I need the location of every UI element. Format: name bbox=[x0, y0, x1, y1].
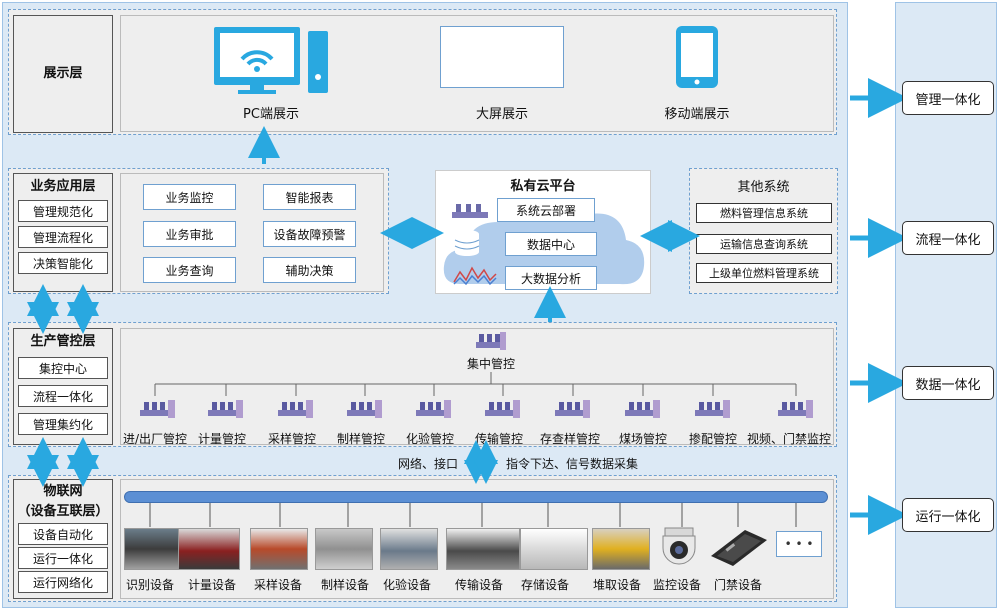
production-sub-item: 管理集约化 bbox=[18, 413, 108, 435]
server-icon bbox=[555, 400, 590, 418]
server-icon bbox=[695, 400, 730, 418]
weighing-device-photo bbox=[178, 528, 240, 570]
other-system-item[interactable]: 燃料管理信息系统 bbox=[696, 203, 832, 223]
data-center[interactable]: 数据中心 bbox=[505, 232, 597, 256]
storage-device-photo bbox=[520, 528, 588, 570]
business-sub-item: 管理规范化 bbox=[18, 200, 108, 222]
command-signal-label: 指令下达、信号数据采集 bbox=[505, 457, 638, 471]
iot-sub-item: 运行网络化 bbox=[18, 571, 108, 593]
bus-drop-lines bbox=[149, 503, 797, 527]
iot-layer-title: 物联网 bbox=[43, 484, 83, 499]
camera-icon bbox=[662, 527, 696, 565]
production-sub-item: 流程一体化 bbox=[18, 385, 108, 407]
big-screen-label: 大屏展示 bbox=[475, 107, 528, 122]
device-label: 传输设备 bbox=[454, 578, 503, 592]
more-devices-button[interactable]: • • • bbox=[776, 531, 822, 557]
control-tree-lines bbox=[154, 372, 797, 396]
big-screen-icon bbox=[440, 26, 564, 88]
production-layer-title: 生产管控层 bbox=[30, 334, 96, 349]
central-control-label: 集中管控 bbox=[466, 357, 515, 371]
func-business-approval[interactable]: 业务审批 bbox=[143, 221, 236, 247]
sample-prep-device-photo bbox=[315, 528, 373, 570]
cloud-title: 私有云平台 bbox=[510, 179, 576, 194]
access-control-device-icon bbox=[711, 530, 767, 566]
control-label: 计量管控 bbox=[197, 432, 246, 446]
production-sub-item: 集控中心 bbox=[18, 357, 108, 379]
server-icon bbox=[347, 400, 382, 418]
control-label: 制样管控 bbox=[336, 432, 385, 446]
stacker-device-photo bbox=[592, 528, 650, 570]
device-label: 计量设备 bbox=[187, 578, 236, 592]
iot-sub-item: 运行一体化 bbox=[18, 547, 108, 569]
business-layer-title-box: 业务应用层 管理规范化 管理流程化 决策智能化 bbox=[13, 173, 113, 292]
iot-layer-subtitle: （设备互联层） bbox=[17, 504, 109, 519]
display-layer-title-box: 展示层 bbox=[13, 15, 113, 133]
other-system-item[interactable]: 运输信息查询系统 bbox=[696, 234, 832, 254]
network-interface-label: 网络、接口 bbox=[397, 457, 458, 471]
device-label: 化验设备 bbox=[382, 578, 431, 592]
device-label: 堆取设备 bbox=[592, 578, 641, 592]
mobile-display-label: 移动端展示 bbox=[664, 107, 730, 122]
database-icon bbox=[454, 230, 480, 256]
central-server-icon bbox=[476, 332, 506, 350]
func-smart-report[interactable]: 智能报表 bbox=[263, 184, 356, 210]
control-label: 存查样管控 bbox=[539, 432, 600, 446]
device-label: 采样设备 bbox=[253, 578, 302, 592]
flow-data-integration[interactable]: 数据一体化 bbox=[902, 366, 994, 400]
cloud-deploy[interactable]: 系统云部署 bbox=[497, 198, 595, 222]
func-fault-warning[interactable]: 设备故障预警 bbox=[263, 221, 356, 247]
identification-device-photo bbox=[124, 528, 182, 570]
lab-device-photo bbox=[380, 528, 438, 570]
network-bus bbox=[124, 491, 828, 503]
func-business-query[interactable]: 业务查询 bbox=[143, 257, 236, 283]
control-label: 煤场管控 bbox=[618, 432, 667, 446]
control-label: 掺配管控 bbox=[688, 432, 737, 446]
control-label: 采样管控 bbox=[267, 432, 316, 446]
chart-icon bbox=[453, 266, 497, 286]
control-label: 进/出厂管控 bbox=[122, 432, 188, 446]
server-icon bbox=[416, 400, 451, 418]
func-business-monitoring[interactable]: 业务监控 bbox=[143, 184, 236, 210]
server-icon bbox=[625, 400, 660, 418]
other-system-item[interactable]: 上级单位燃料管理系统 bbox=[696, 263, 832, 283]
mobile-phone-icon bbox=[676, 26, 718, 88]
server-icon bbox=[278, 400, 313, 418]
server-icon bbox=[452, 204, 488, 218]
func-decision-support[interactable]: 辅助决策 bbox=[263, 257, 356, 283]
conveyor-device-photo bbox=[446, 528, 520, 570]
display-layer-title: 展示层 bbox=[43, 66, 83, 81]
server-icon bbox=[208, 400, 243, 418]
device-label: 制样设备 bbox=[320, 578, 369, 592]
camera-device-photo bbox=[655, 526, 703, 570]
server-icon bbox=[485, 400, 520, 418]
pc-monitor-icon bbox=[214, 27, 328, 94]
iot-layer-title-box: 物联网 （设备互联层） 设备自动化 运行一体化 运行网络化 bbox=[13, 479, 113, 599]
other-systems-title: 其他系统 bbox=[737, 180, 790, 195]
control-label: 化验管控 bbox=[405, 432, 454, 446]
server-icon bbox=[140, 400, 175, 418]
flow-operation-integration[interactable]: 运行一体化 bbox=[902, 498, 994, 532]
device-label: 存储设备 bbox=[520, 578, 569, 592]
sampling-device-photo bbox=[250, 528, 308, 570]
business-sub-item: 管理流程化 bbox=[18, 226, 108, 248]
business-sub-item: 决策智能化 bbox=[18, 252, 108, 274]
production-layer-title-box: 生产管控层 集控中心 流程一体化 管理集约化 bbox=[13, 328, 113, 445]
flow-management-integration[interactable]: 管理一体化 bbox=[902, 81, 994, 115]
device-label: 门禁设备 bbox=[713, 578, 762, 592]
business-layer-title: 业务应用层 bbox=[30, 179, 96, 194]
server-icon bbox=[778, 400, 813, 418]
device-label: 监控设备 bbox=[652, 578, 701, 592]
iot-sub-item: 设备自动化 bbox=[18, 523, 108, 545]
pc-display-label: PC端展示 bbox=[243, 107, 299, 122]
control-label: 视频、门禁监控 bbox=[746, 432, 831, 446]
device-label: 识别设备 bbox=[125, 578, 174, 592]
flow-process-integration[interactable]: 流程一体化 bbox=[902, 221, 994, 255]
